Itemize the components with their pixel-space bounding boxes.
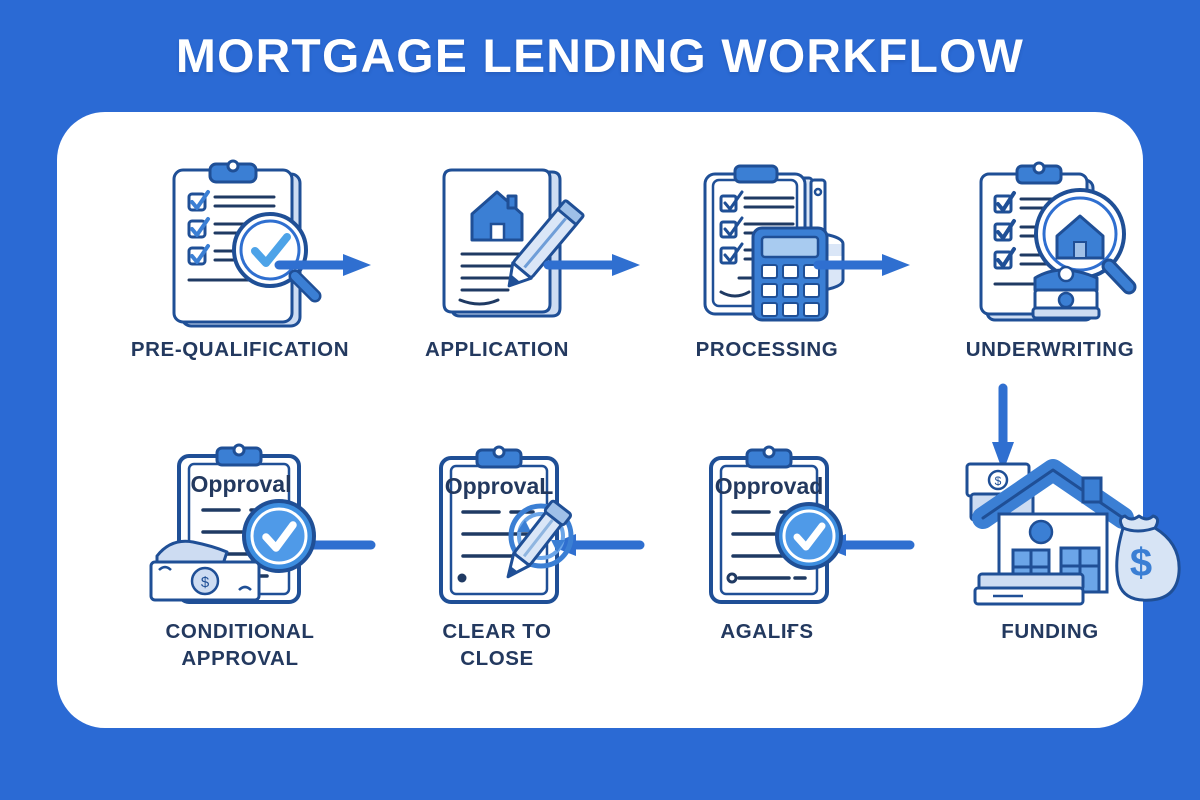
document-approval-text: Opproval [191, 471, 292, 497]
clipboard-magnifier-house-money-icon [895, 160, 1200, 330]
svg-text:$: $ [1130, 541, 1152, 585]
step-label: PROCESSING [695, 338, 839, 361]
document-house-pencil-icon [347, 160, 647, 330]
step-label: PRE-QUALIFICATION [130, 338, 350, 361]
document-approval-text: OpprovaL [445, 473, 554, 499]
svg-text:$: $ [995, 474, 1002, 488]
clipboard-approval-check-cash-icon: Opproval [75, 442, 405, 612]
arrow-application-to-processing [543, 252, 644, 278]
step-label: FUNDING [1001, 620, 1099, 643]
step-label: CONDITIONAL APPROVAL [165, 620, 315, 671]
step-funding[interactable]: $ [895, 442, 1200, 645]
step-agalins[interactable]: Opprovad [617, 442, 917, 645]
document-approval-text: Opprovad [715, 473, 824, 499]
clipboard-calculator-coins-icon [617, 160, 917, 330]
step-underwriting[interactable]: UNDERWRITING [895, 160, 1200, 363]
step-pre-qualification[interactable]: PRE-QUALIFICATION [75, 159, 405, 363]
clipboard-checklist-magnifier-check-icon [75, 159, 405, 330]
step-application[interactable]: APPLICATION [347, 160, 647, 363]
clipboard-approval-check-badge-icon: Opprovad [617, 442, 917, 612]
arrow-underwriting-to-funding [990, 383, 1016, 476]
step-label: APPLICATION [424, 338, 570, 361]
step-label: AGALIҒS [720, 620, 814, 643]
page-title: MORTGAGE LENDING WORKFLOW [175, 29, 1025, 82]
svg-text:$: $ [201, 574, 210, 591]
workflow-card: PRE-QUALIFICATION [57, 112, 1181, 728]
clipboard-approval-pen-stamp-icon: OpprovaL [347, 442, 647, 612]
step-processing[interactable]: PROCESSING [617, 160, 917, 363]
house-money-bag-cash-icon: $ [895, 442, 1200, 612]
step-label: UNDERWRITING [965, 338, 1135, 361]
step-label: CLEAR TO CLOSE [442, 620, 552, 671]
arrow-processing-to-underwriting [813, 252, 914, 278]
arrow-prequal-to-application [274, 252, 375, 278]
step-conditional-approval[interactable]: Opproval [75, 442, 405, 672]
step-clear-to-close[interactable]: OpprovaL [347, 442, 647, 672]
